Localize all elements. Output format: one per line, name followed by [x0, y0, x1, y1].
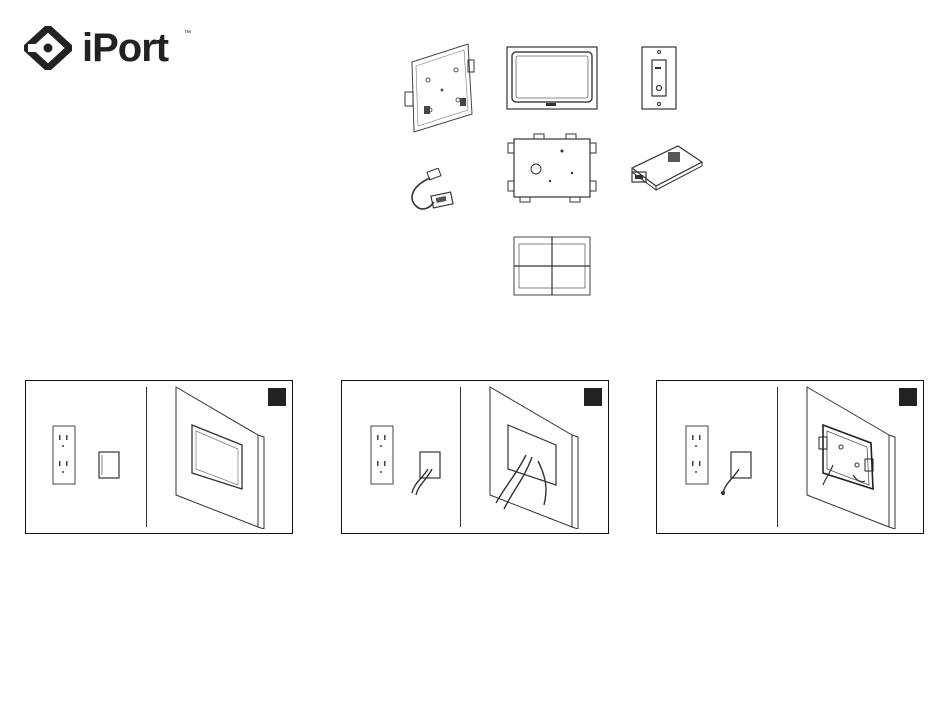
step-number-badge	[584, 388, 602, 406]
brand-logo: iPort ™	[24, 24, 194, 74]
cable-in-wall-icon	[719, 451, 753, 497]
tablet-case-icon	[506, 46, 598, 110]
cutout-template-icon	[513, 236, 591, 296]
wall-cutout-illustration	[172, 385, 268, 529]
install-step-panel	[656, 380, 924, 534]
power-outlet-icon	[685, 425, 709, 485]
circuit-board-icon	[626, 140, 706, 196]
trademark-symbol: ™	[184, 30, 191, 37]
cable-routing-illustration	[486, 385, 584, 529]
power-outlet-icon	[370, 425, 394, 485]
step-number-badge	[899, 388, 917, 406]
mounting-bracket-icon	[400, 40, 480, 135]
ethernet-cable-icon	[408, 168, 456, 214]
back-box-icon	[506, 133, 598, 203]
install-step-panel	[25, 380, 293, 534]
install-step-panel	[341, 380, 609, 534]
panel-divider	[460, 387, 461, 527]
bracket-install-illustration	[803, 385, 901, 529]
cable-in-wall-icon	[408, 451, 442, 497]
step-number-badge	[268, 388, 286, 406]
wall-plate-icon	[641, 46, 677, 110]
logo-wordmark: iPort	[82, 24, 168, 72]
power-outlet-icon	[52, 425, 76, 485]
panel-divider	[146, 387, 147, 527]
panel-divider	[777, 387, 778, 527]
iport-diamond-logo-icon	[24, 26, 72, 70]
low-voltage-opening-icon	[98, 451, 120, 479]
